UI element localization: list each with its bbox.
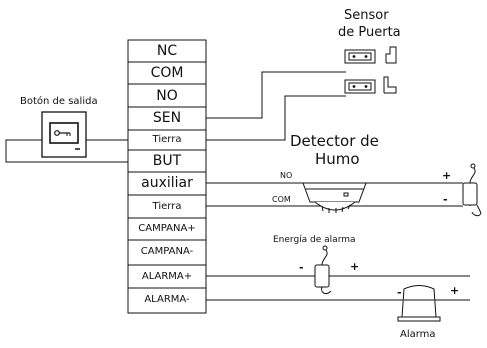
smoke-detector-title-line1: Detector de	[290, 132, 379, 150]
alarm-power-adapter-icon	[314, 245, 332, 295]
smoke-detector-title-line2: Humo	[315, 150, 360, 168]
door-sensor-wire-bottom	[206, 95, 346, 141]
smoke-power-adapter-icon	[462, 163, 482, 217]
terminal-block	[127, 39, 207, 314]
door-sensor-wire-top	[206, 71, 346, 119]
alarm-power-minus-sign: -	[299, 261, 304, 274]
terminal-tierra: Tierra	[152, 134, 182, 145]
alarm-minus-sign: -	[397, 286, 402, 299]
terminal-com: COM	[150, 65, 184, 81]
alarm-power-plus-sign: +	[350, 260, 360, 273]
terminal-alarma-minus: ALARMA-	[144, 294, 190, 305]
alarm-horn-icon	[397, 285, 441, 322]
alarm-label: Alarma	[400, 329, 436, 340]
smoke-no-label: NO	[280, 171, 293, 180]
terminal-sen: SEN	[152, 110, 182, 126]
smoke-minus-sign: -	[443, 193, 448, 206]
smoke-com-label: COM	[272, 195, 291, 204]
exit-button-icon	[41, 111, 87, 158]
smoke-detector-icon	[302, 182, 367, 213]
alarm-power-label: Energía de alarma	[273, 235, 356, 245]
terminal-campana-plus: CAMPANA+	[138, 223, 196, 234]
terminal-but: BUT	[152, 153, 182, 169]
exit-button-label: Botón de salida	[20, 96, 98, 107]
terminal-auxiliar: auxiliar	[141, 175, 193, 191]
terminal-tierra-2: Tierra	[152, 201, 182, 212]
terminal-nc: NC	[156, 43, 178, 59]
door-sensor-title-line2: de Puerta	[338, 25, 401, 40]
terminal-no: NO	[156, 88, 178, 104]
smoke-plus-sign: +	[442, 169, 452, 182]
door-sensor-title-line1: Sensor	[344, 8, 389, 23]
alarm-plus-sign: +	[450, 284, 460, 297]
door-sensor-icon	[344, 46, 397, 94]
terminal-campana-minus: CAMPANA-	[140, 246, 194, 257]
terminal-alarma-plus: ALARMA+	[141, 271, 193, 282]
